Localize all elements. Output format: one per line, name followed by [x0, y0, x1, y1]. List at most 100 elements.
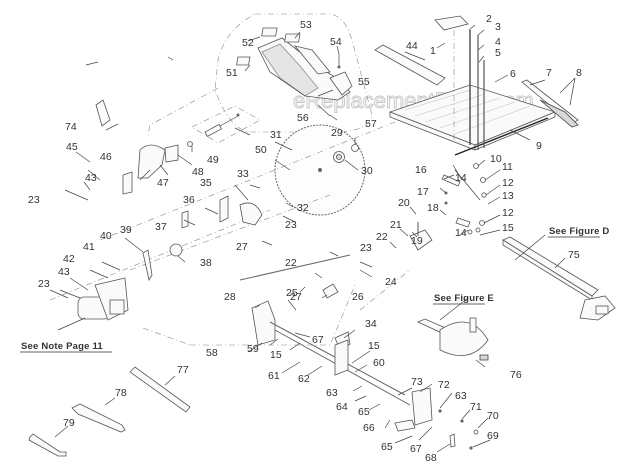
- callout-61[interactable]: 61: [268, 370, 280, 382]
- callout-14b[interactable]: 14: [455, 227, 467, 239]
- callout-24[interactable]: 24: [385, 276, 397, 288]
- callout-43a[interactable]: 43: [85, 172, 97, 184]
- callout-31[interactable]: 31: [270, 129, 282, 141]
- handle-74: [95, 99, 111, 127]
- callout-11[interactable]: 11: [502, 161, 513, 173]
- callout-71[interactable]: 71: [470, 401, 482, 413]
- callout-43b[interactable]: 43: [58, 266, 70, 278]
- callout-52[interactable]: 52: [242, 37, 254, 49]
- callout-23c[interactable]: 23: [360, 242, 372, 254]
- callout-10[interactable]: 10: [490, 153, 502, 165]
- callout-9[interactable]: 9: [536, 140, 542, 152]
- callout-27b[interactable]: 27: [290, 291, 302, 303]
- see-figure-d-link[interactable]: See Figure D: [549, 226, 609, 237]
- callout-77[interactable]: 77: [177, 364, 189, 376]
- callout-78[interactable]: 78: [115, 387, 127, 399]
- callout-49[interactable]: 49: [207, 154, 219, 166]
- callout-42[interactable]: 42: [63, 253, 75, 265]
- callout-67a[interactable]: 67: [312, 334, 324, 346]
- callout-15b[interactable]: 15: [270, 349, 282, 361]
- callout-23d[interactable]: 23: [38, 278, 50, 290]
- callout-32[interactable]: 32: [297, 202, 309, 214]
- callout-48[interactable]: 48: [192, 166, 204, 178]
- callout-12b[interactable]: 12: [502, 207, 514, 219]
- callout-56[interactable]: 56: [297, 112, 309, 124]
- callout-16[interactable]: 16: [415, 164, 427, 176]
- miter-gauge: [417, 317, 489, 361]
- see-note-page-link[interactable]: See Note Page 11: [21, 341, 103, 352]
- callout-62[interactable]: 62: [298, 373, 310, 385]
- callout-2[interactable]: 2: [486, 13, 492, 25]
- callout-1[interactable]: 1: [430, 45, 436, 57]
- callout-6[interactable]: 6: [510, 68, 516, 80]
- callout-27a[interactable]: 27: [236, 241, 248, 253]
- callout-69[interactable]: 69: [487, 430, 499, 442]
- callout-38[interactable]: 38: [200, 257, 212, 269]
- callout-23b[interactable]: 23: [285, 219, 297, 231]
- callout-5[interactable]: 5: [495, 47, 501, 59]
- callout-15c[interactable]: 15: [368, 340, 380, 352]
- callout-64[interactable]: 64: [336, 401, 348, 413]
- callout-18[interactable]: 18: [427, 202, 439, 214]
- callout-22a[interactable]: 22: [376, 231, 388, 243]
- callout-72[interactable]: 72: [438, 379, 450, 391]
- callout-59[interactable]: 59: [247, 343, 259, 355]
- callout-7[interactable]: 7: [546, 67, 552, 79]
- callout-14a[interactable]: 14: [455, 172, 467, 184]
- callout-36[interactable]: 36: [183, 194, 195, 206]
- callout-57[interactable]: 57: [365, 118, 377, 130]
- callout-76[interactable]: 76: [510, 369, 522, 381]
- callout-46[interactable]: 46: [100, 151, 112, 163]
- callout-65a[interactable]: 65: [358, 406, 370, 418]
- callout-41[interactable]: 41: [83, 241, 95, 253]
- callout-67b[interactable]: 67: [410, 443, 422, 455]
- callout-17[interactable]: 17: [417, 186, 429, 198]
- callout-53[interactable]: 53: [300, 19, 312, 31]
- callout-39[interactable]: 39: [120, 224, 132, 236]
- callout-63b[interactable]: 63: [455, 390, 467, 402]
- callout-66[interactable]: 66: [363, 422, 375, 434]
- callout-8[interactable]: 8: [576, 67, 582, 79]
- callout-60[interactable]: 60: [373, 357, 385, 369]
- callout-70[interactable]: 70: [487, 410, 499, 422]
- callout-12a[interactable]: 12: [502, 177, 514, 189]
- callout-58[interactable]: 58: [206, 347, 218, 359]
- callout-28[interactable]: 28: [224, 291, 236, 303]
- callout-63a[interactable]: 63: [326, 387, 338, 399]
- callout-19[interactable]: 19: [411, 235, 423, 247]
- callout-45[interactable]: 45: [66, 141, 78, 153]
- callout-34[interactable]: 34: [365, 318, 377, 330]
- callout-22b[interactable]: 22: [285, 257, 297, 269]
- callout-23a[interactable]: 23: [28, 194, 40, 206]
- callout-37[interactable]: 37: [155, 221, 167, 233]
- callout-26[interactable]: 26: [352, 291, 364, 303]
- callout-25[interactable]: 25: [286, 287, 298, 299]
- callout-4[interactable]: 4: [495, 36, 501, 48]
- callout-74[interactable]: 74: [65, 121, 77, 133]
- callout-29[interactable]: 29: [331, 127, 343, 139]
- callout-20[interactable]: 20: [398, 197, 410, 209]
- callout-33[interactable]: 33: [237, 168, 249, 180]
- callout-79[interactable]: 79: [63, 417, 75, 429]
- callout-75[interactable]: 75: [568, 249, 580, 261]
- label-51: [236, 56, 251, 66]
- callout-13[interactable]: 13: [502, 190, 514, 202]
- callout-50[interactable]: 50: [255, 144, 267, 156]
- guard-group-outline: [214, 13, 373, 133]
- callout-65b[interactable]: 65: [381, 441, 393, 453]
- see-figure-e-link[interactable]: See Figure E: [434, 293, 494, 304]
- callout-54[interactable]: 54: [330, 36, 342, 48]
- callout-30[interactable]: 30: [361, 165, 373, 177]
- callout-51[interactable]: 51: [226, 67, 238, 79]
- callout-55[interactable]: 55: [358, 76, 370, 88]
- callout-40[interactable]: 40: [100, 230, 112, 242]
- callout-73[interactable]: 73: [411, 376, 423, 388]
- callout-3[interactable]: 3: [495, 21, 501, 33]
- callout-68[interactable]: 68: [425, 452, 437, 464]
- callout-21[interactable]: 21: [390, 219, 402, 231]
- callout-44[interactable]: 44: [406, 40, 418, 52]
- insert-44: [434, 15, 469, 31]
- callout-47[interactable]: 47: [157, 177, 169, 189]
- callout-35[interactable]: 35: [200, 177, 212, 189]
- callout-15a[interactable]: 15: [502, 222, 514, 234]
